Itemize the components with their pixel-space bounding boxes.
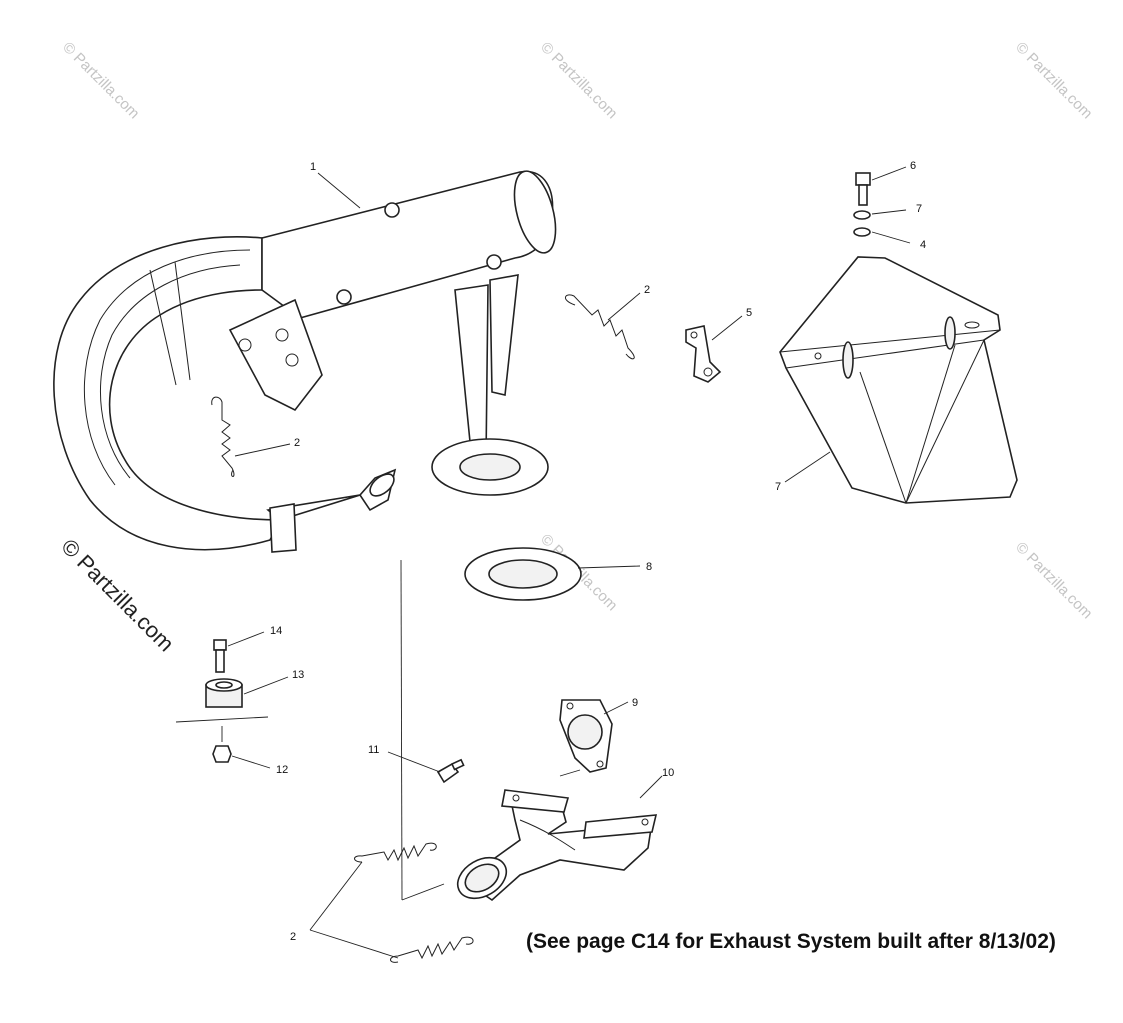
leader-line — [234, 443, 291, 457]
callout-11: 11 — [368, 744, 379, 756]
callout-4: 6 — [910, 160, 916, 172]
spring — [354, 842, 437, 863]
guide-line — [559, 769, 581, 777]
spring — [211, 396, 235, 477]
callout-1: 1 — [310, 161, 316, 173]
watermark: © Partzilla.com — [1012, 39, 1095, 122]
leader-line — [871, 209, 907, 215]
guide-line — [400, 559, 403, 901]
washer — [853, 210, 871, 220]
leader-line — [387, 751, 441, 773]
leader-line — [317, 172, 361, 209]
callout-10: 10 — [662, 767, 674, 779]
leader-line — [639, 775, 663, 799]
y-manifold — [456, 789, 658, 902]
gasket — [464, 547, 582, 601]
nut — [212, 745, 232, 763]
leader-line — [711, 315, 743, 341]
spring — [565, 294, 635, 360]
watermark: © Partzilla.com — [59, 39, 142, 122]
callout-3: 5 — [746, 307, 752, 319]
watermark: © Partzilla.com — [537, 39, 620, 122]
leader-line — [309, 861, 363, 931]
callout-13: 13 — [292, 669, 304, 681]
guide-line — [401, 883, 445, 901]
heat-shield — [779, 256, 1018, 504]
callout-8: 8 — [646, 561, 652, 573]
callout-6: 4 — [920, 239, 926, 251]
note-text: (See page C14 for Exhaust System built a… — [526, 930, 1056, 953]
watermark-large: © Partzilla.com — [56, 534, 179, 657]
leader-line — [784, 451, 831, 483]
exhaust-pipe-assembly — [53, 170, 557, 553]
callout-2c: 2 — [290, 931, 296, 943]
callout-12: 12 — [276, 764, 288, 776]
leader-line — [607, 292, 641, 321]
callout-2: 2 — [644, 284, 650, 296]
leader-line — [227, 631, 265, 647]
callout-7: 7 — [775, 481, 781, 493]
leader-line — [577, 565, 641, 569]
mount-bolt — [213, 639, 227, 673]
exhaust-gasket — [559, 699, 613, 773]
callout-9: 9 — [632, 697, 638, 709]
bushing — [205, 678, 243, 708]
leader-line — [603, 701, 629, 715]
callout-5: 7 — [916, 203, 922, 215]
lock-washer — [853, 227, 871, 237]
leader-line — [871, 166, 907, 181]
bracket — [685, 325, 722, 383]
stud — [436, 758, 465, 784]
callout-14: 14 — [270, 625, 282, 637]
bolt — [855, 172, 871, 206]
leader-line — [231, 755, 271, 769]
spring — [390, 936, 474, 963]
leader-line — [871, 231, 911, 244]
guide-line — [175, 716, 269, 723]
watermark: © Partzilla.com — [1012, 539, 1095, 622]
leader-line — [309, 929, 399, 959]
leader-line — [243, 676, 289, 695]
callout-2b: 2 — [294, 437, 300, 449]
